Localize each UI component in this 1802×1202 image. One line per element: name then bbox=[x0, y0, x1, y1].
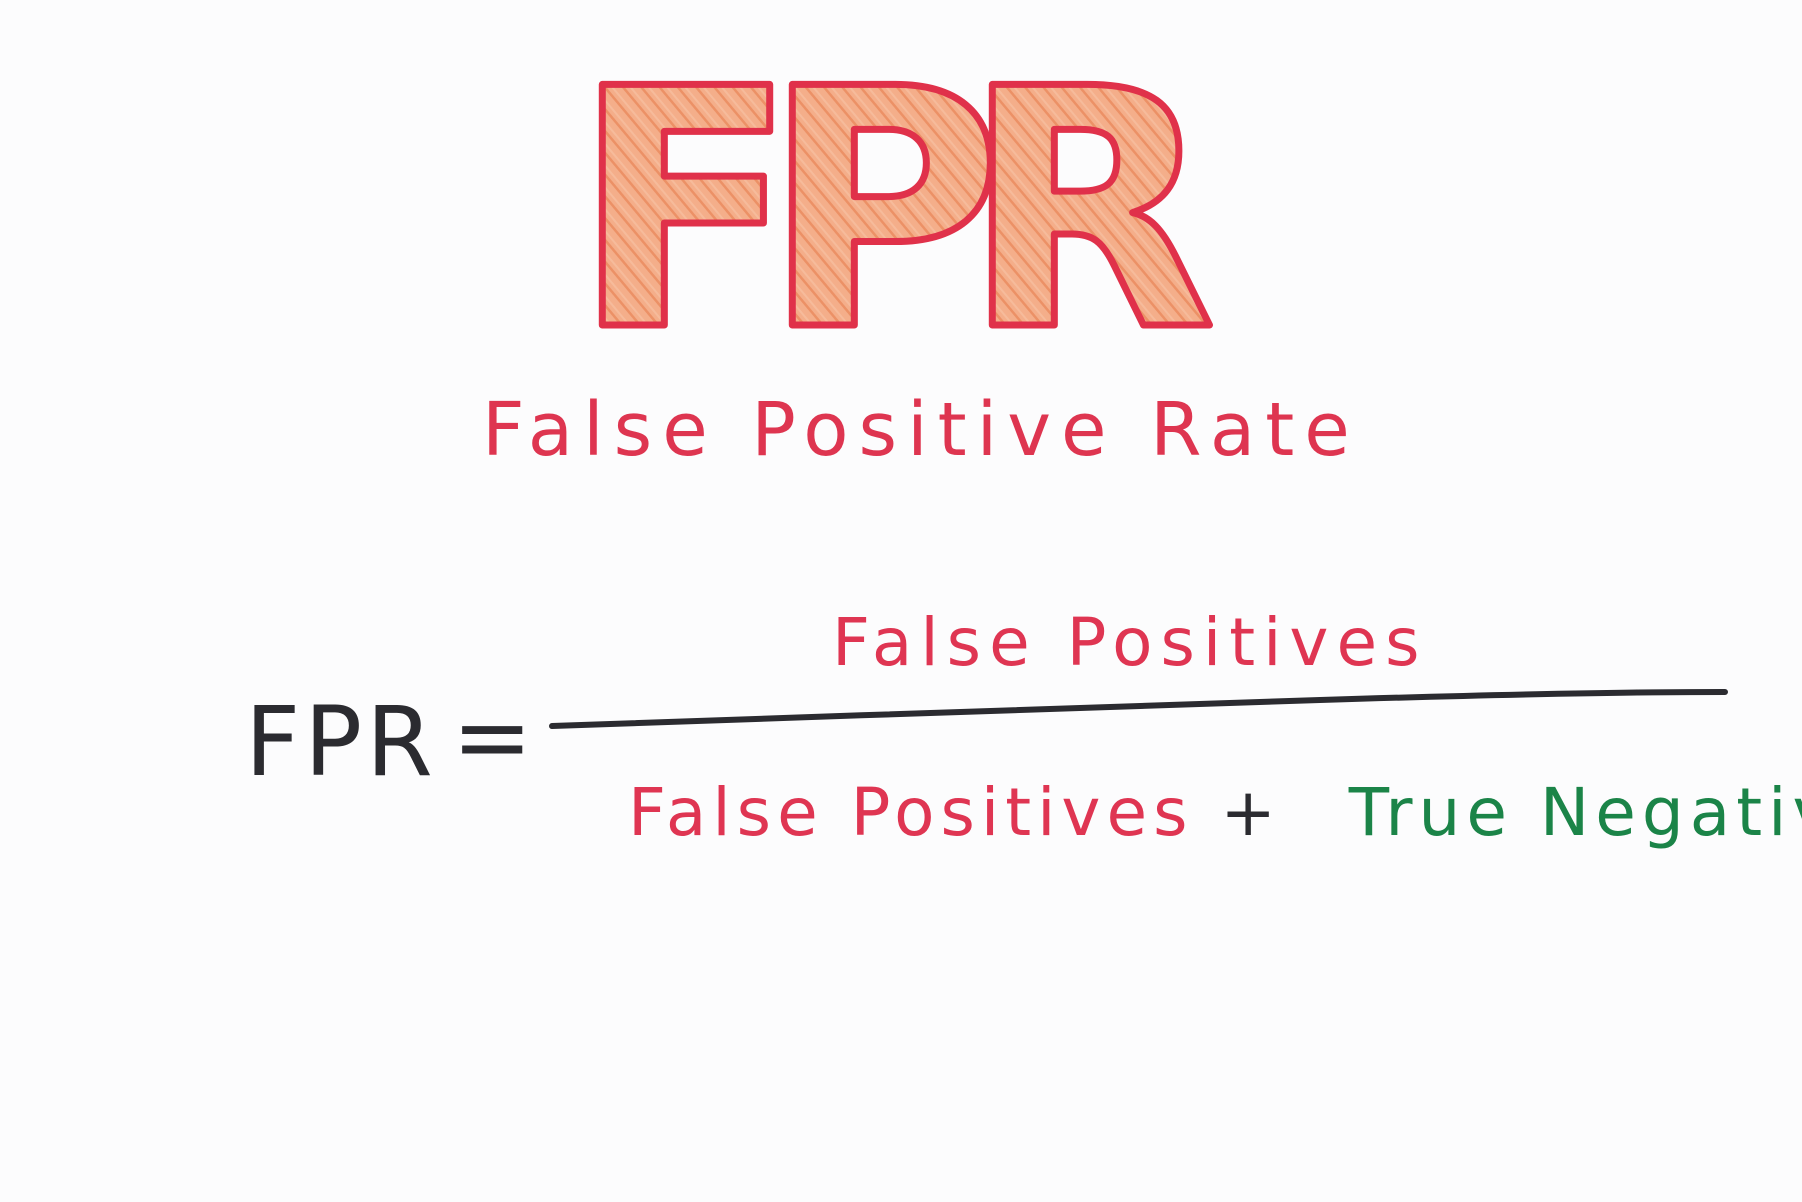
denominator-true-negatives: True Negatives bbox=[1348, 774, 1802, 851]
formula-numerator: False Positives bbox=[832, 604, 1427, 681]
subtitle: False Positive Rate bbox=[482, 387, 1360, 473]
formula-equals-sign: = bbox=[452, 681, 536, 793]
title-letter-p: P bbox=[762, 19, 1004, 403]
formula-lhs: FPR bbox=[245, 686, 437, 798]
title-letter-r: R bbox=[962, 19, 1216, 403]
formula-denominator: False Positives + True Negatives bbox=[628, 774, 1802, 851]
fraction-bar bbox=[549, 689, 1728, 729]
denominator-false-positives: False Positives bbox=[628, 774, 1193, 851]
title-fpr: F P R bbox=[569, 16, 1220, 407]
denominator-plus: + bbox=[1220, 774, 1281, 851]
title-letter-f: F bbox=[572, 19, 797, 403]
